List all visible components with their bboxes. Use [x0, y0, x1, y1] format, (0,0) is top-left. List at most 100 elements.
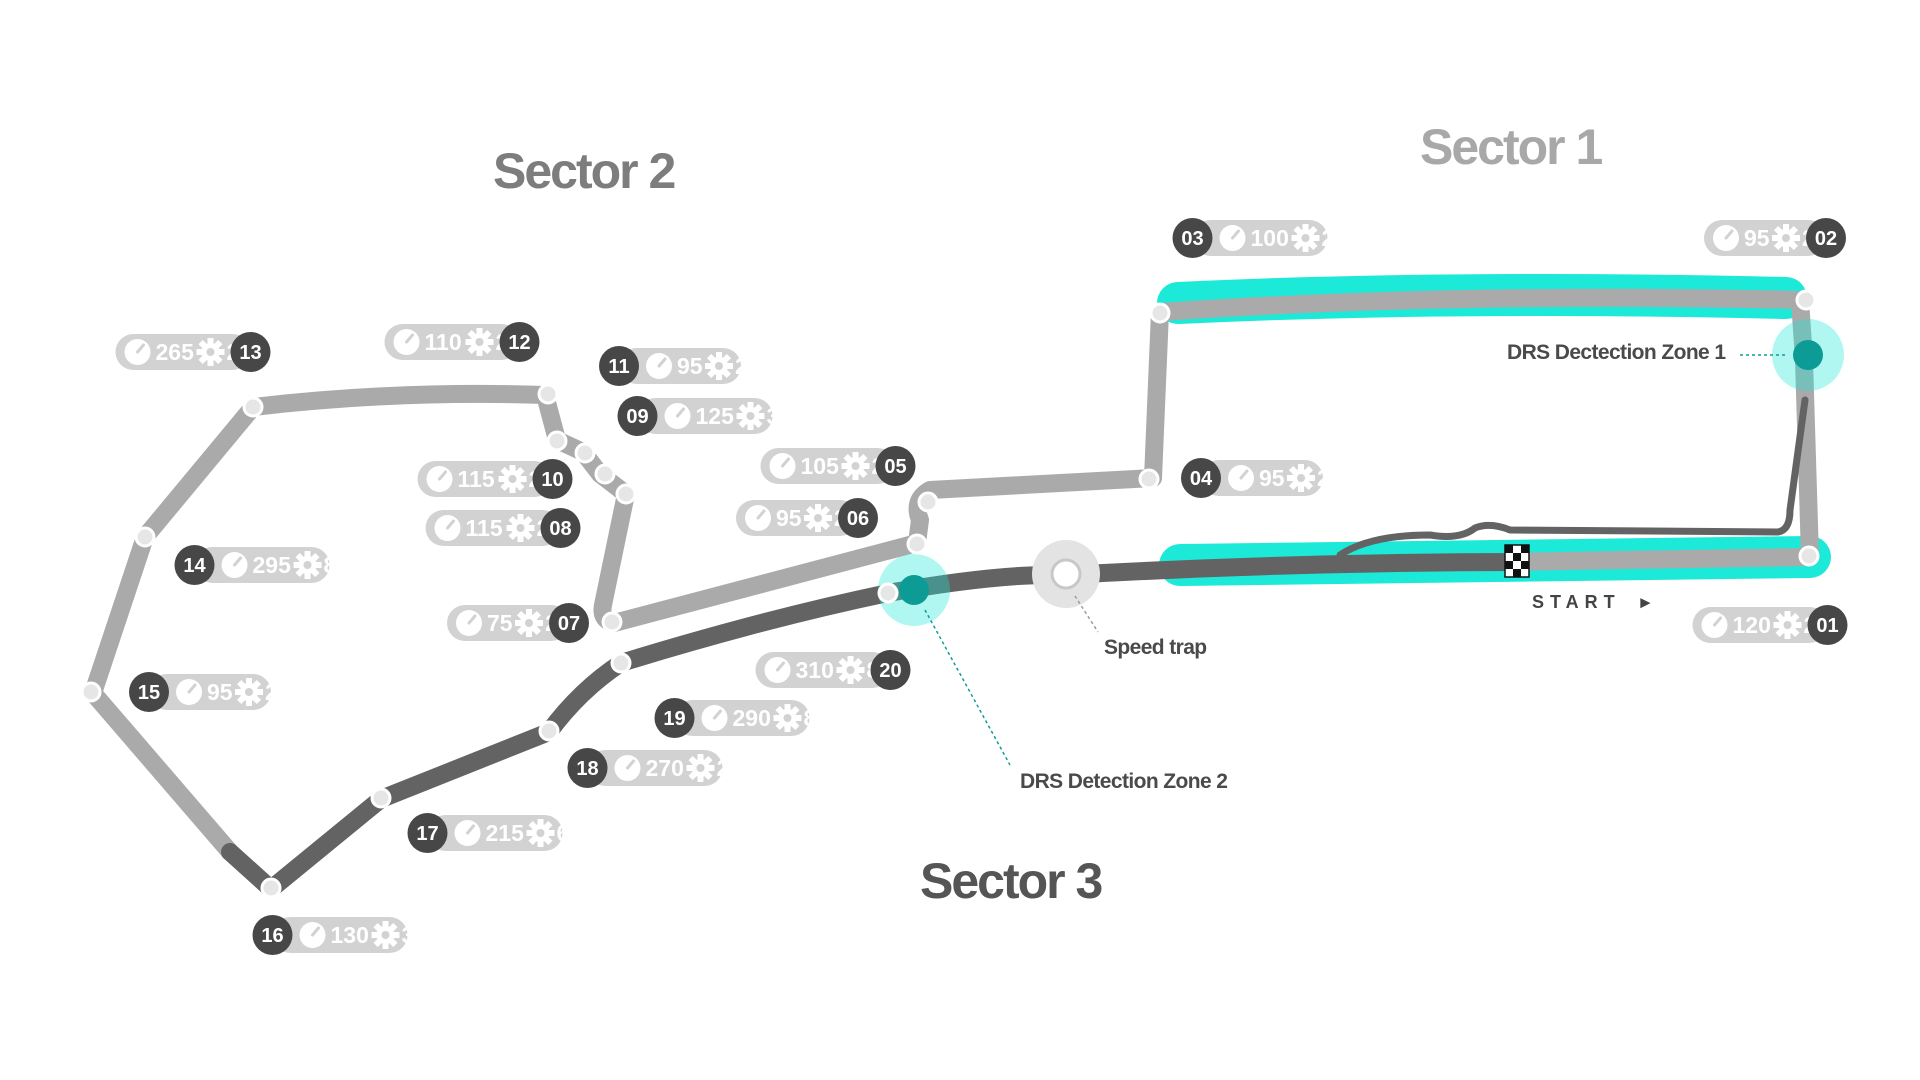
gear-hole [303, 561, 312, 569]
gear-tooth [747, 423, 754, 430]
gear-hole [814, 514, 822, 522]
flag-square [1513, 569, 1521, 577]
gear-tooth [747, 402, 754, 409]
corner-speed: 100 [1251, 225, 1289, 251]
corner-gear: 2 [735, 353, 748, 379]
gear-tooth [246, 699, 252, 706]
corner-speed: 295 [253, 552, 292, 578]
gear-hole [536, 829, 545, 837]
track-t8-t12 [536, 386, 609, 483]
corner-number-badge [599, 346, 639, 386]
flag-square [1513, 553, 1521, 561]
corner-speed: 115 [458, 466, 495, 492]
corner-label: 110212 [384, 322, 540, 362]
speedometer-needle [233, 556, 242, 567]
gear-tooth [1302, 245, 1309, 252]
gear-tooth [509, 465, 516, 472]
gear-tooth [697, 775, 704, 782]
track-t4-t6 [908, 469, 1162, 552]
flag-square [1505, 545, 1513, 553]
corner-number: 06 [847, 508, 869, 530]
gear-icon [515, 609, 543, 637]
flag-square [1521, 545, 1529, 553]
corner-speed: 270 [646, 755, 684, 781]
corner-number-badge [540, 508, 581, 548]
corner-number: 20 [879, 660, 901, 682]
flag-square [1521, 561, 1529, 569]
gear-tooth [476, 328, 483, 335]
flag-square [1505, 553, 1513, 561]
track-t2-t3-straight [1151, 288, 1809, 321]
corner-node [134, 526, 156, 548]
gear-tooth [304, 572, 311, 579]
corner-number-badge [532, 459, 573, 499]
gear-hole [851, 462, 860, 470]
speedometer-needle [187, 683, 197, 694]
corner-node [370, 787, 392, 809]
corner-number-badge [870, 650, 911, 690]
track-t20-start [879, 553, 1529, 602]
speedometer-needle [713, 709, 722, 720]
sector-2-title: Sector 2 [493, 143, 676, 199]
gear-tooth [517, 535, 524, 542]
corner-number: 05 [884, 456, 906, 478]
corner-speed: 75 [487, 610, 513, 636]
gear-hole [1297, 474, 1305, 482]
gear-hole [1301, 234, 1310, 242]
speed-trap-leader [1074, 595, 1099, 633]
gear-icon [506, 514, 535, 542]
corner-node [538, 720, 560, 742]
corner-speed: 130 [331, 922, 369, 948]
flag-border [1504, 544, 1530, 578]
gear-hole [245, 688, 253, 696]
flag-square [1521, 553, 1529, 561]
gear-icon [804, 504, 832, 532]
corner-node [601, 611, 623, 633]
gear-hole [475, 338, 484, 346]
gear-icon [1772, 224, 1800, 252]
speedometer-needle [446, 519, 455, 530]
corner-number: 14 [183, 555, 206, 577]
corner-label: 105205 [760, 446, 916, 486]
gear-tooth [716, 373, 722, 380]
corner-label: 95206 [736, 498, 878, 538]
gear-tooth [537, 840, 544, 847]
gear-icon [371, 921, 400, 949]
gear-tooth [207, 359, 214, 366]
corner-node [546, 430, 568, 452]
corner-label: 115210 [417, 459, 573, 499]
corner-number-badge [567, 748, 608, 788]
corner-number: 19 [663, 708, 685, 730]
track-t15-t16 [84, 684, 239, 861]
start-label: START [1532, 592, 1621, 612]
gear-icon [1287, 464, 1315, 492]
gear-hole [846, 666, 855, 674]
gear-tooth [784, 704, 791, 711]
gear-tooth [1784, 632, 1791, 639]
corner-node [610, 652, 632, 674]
speedometer-needle [1231, 229, 1240, 240]
corner-number: 07 [558, 613, 580, 635]
drs-2-leader [924, 609, 1011, 766]
speedometer-needle [405, 333, 414, 344]
flag-square [1513, 561, 1521, 569]
corner-number: 11 [608, 356, 629, 378]
corner-node [594, 463, 616, 485]
flag-square [1505, 561, 1513, 569]
corner-number-badge [1806, 218, 1846, 258]
corner-node [906, 533, 928, 555]
speedometer-needle [1713, 616, 1722, 627]
speedometer-needle [781, 457, 790, 468]
gear-tooth [1783, 224, 1789, 231]
gear-tooth [537, 819, 544, 826]
gear-hole [783, 714, 792, 722]
speed-trap-label: Speed trap [1104, 636, 1207, 659]
gear-tooth [509, 486, 516, 493]
gear-tooth [1784, 611, 1791, 618]
corner-number-badge [838, 498, 878, 538]
corner-number-badge [174, 545, 215, 585]
gear-tooth [207, 338, 214, 345]
